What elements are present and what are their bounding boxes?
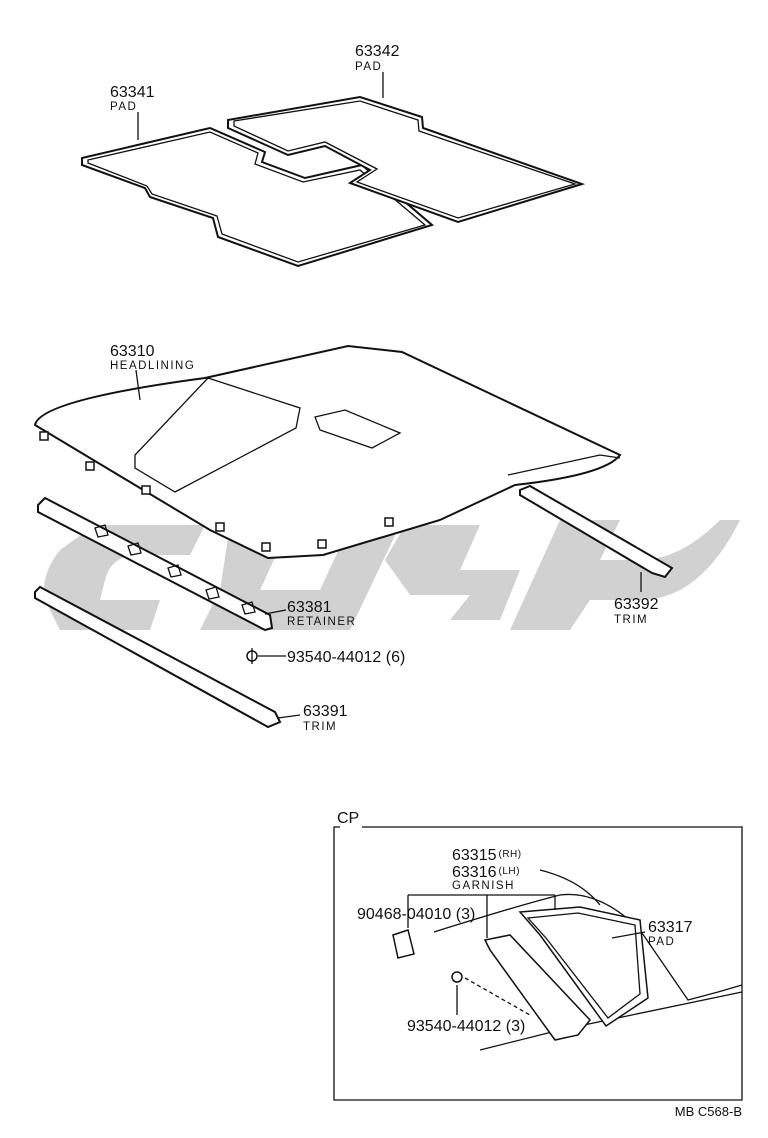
svg-text:63315(RH): 63315(RH) [452,847,522,864]
label-63381: 63381 RETAINER [287,599,356,628]
svg-text:63317: 63317 [648,919,693,936]
svg-text:63341: 63341 [110,84,155,101]
label-63341: 63341 PAD [110,84,155,113]
label-63342: 63342 PAD [355,43,400,73]
label-63310: 63310 HEADLINING [110,343,195,372]
svg-text:63310: 63310 [110,343,155,360]
cp-inset: CP 63315(RH) 63316(LH) GARNISH 90468-040… [333,810,743,1101]
diagram-code: MB C568-B [675,1104,742,1119]
pad-63341-drawing [81,126,435,268]
svg-text:HEADLINING: HEADLINING [110,360,195,372]
retainer-63381-drawing [37,496,274,632]
svg-text:63342: 63342 [355,43,400,60]
inset-screw-icon [451,971,463,983]
svg-text:63316(LH): 63316(LH) [452,864,520,881]
screw-icon [246,648,258,664]
svg-text:63392: 63392 [614,596,659,613]
pad-63342-drawing [227,95,586,224]
svg-text:TRIM: TRIM [303,721,337,733]
svg-text:PAD: PAD [110,101,137,113]
svg-text:PAD: PAD [355,61,382,73]
svg-text:63391: 63391 [303,703,348,720]
svg-text:PAD: PAD [648,936,675,948]
svg-text:90468-04010 (3): 90468-04010 (3) [357,906,475,923]
headlining-63310-drawing [33,344,622,560]
svg-text:GARNISH: GARNISH [452,880,515,892]
label-63392: 63392 TRIM [614,596,659,626]
label-63391: 63391 TRIM [303,703,348,733]
svg-text:RETAINER: RETAINER [287,616,356,628]
svg-text:93540-44012 (3): 93540-44012 (3) [407,1018,525,1035]
svg-text:CP: CP [337,810,359,827]
trim-63391-drawing [34,585,282,729]
svg-text:TRIM: TRIM [614,614,648,626]
trim-63392-drawing [519,484,674,579]
leader-lines [135,72,642,719]
label-screw-93540: 93540-44012 (6) [287,649,405,666]
svg-text:63381: 63381 [287,599,332,616]
